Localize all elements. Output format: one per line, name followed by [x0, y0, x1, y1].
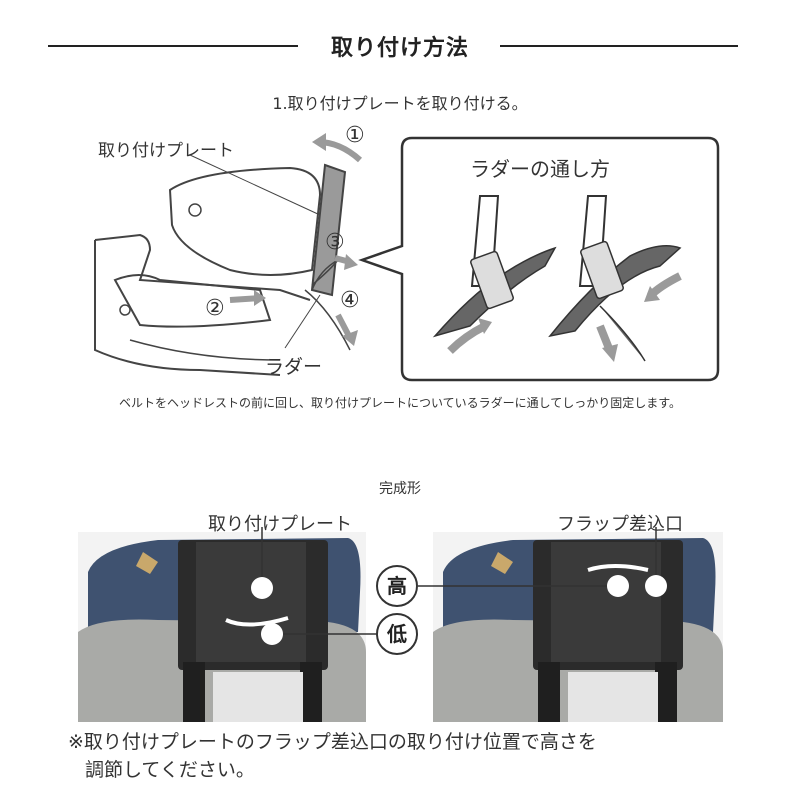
- note-line-1: ※取り付けプレートのフラップ差込口の取り付け位置で高さを: [68, 731, 597, 753]
- header-rule-right: [500, 45, 738, 47]
- ladder-label: ラダー: [265, 356, 323, 378]
- inset-callout-frame: [358, 136, 720, 382]
- step-num-3: ③: [325, 230, 345, 255]
- step-num-4: ④: [340, 288, 360, 313]
- plate-label: 取り付けプレート: [98, 141, 234, 161]
- adjustment-note: ※取り付けプレートのフラップ差込口の取り付け位置で高さを 調節してください。: [68, 728, 748, 784]
- page-title: 取り付け方法: [330, 36, 469, 61]
- low-marker: 低: [376, 613, 418, 655]
- result-right-label: フラップ差込口: [557, 514, 683, 535]
- note-line-2: 調節してください。: [85, 759, 255, 781]
- result-left-label: 取り付けプレート: [208, 514, 352, 535]
- result-photo-right: [433, 532, 723, 722]
- step-num-1: ①: [345, 123, 365, 148]
- step-num-2: ②: [205, 296, 225, 321]
- step-caption: ベルトをヘッドレストの前に回し、取り付けプレートについているラダーに通してしっか…: [118, 396, 682, 410]
- header-rule-left: [48, 45, 298, 47]
- result-title: 完成形: [379, 481, 421, 497]
- step-title: 1.取り付けプレートを取り付ける。: [272, 94, 528, 113]
- seat-line-illustration: [94, 133, 363, 376]
- high-marker: 高: [376, 565, 418, 607]
- result-photo-left: [78, 532, 366, 722]
- inset-title: ラダーの通し方: [470, 157, 610, 181]
